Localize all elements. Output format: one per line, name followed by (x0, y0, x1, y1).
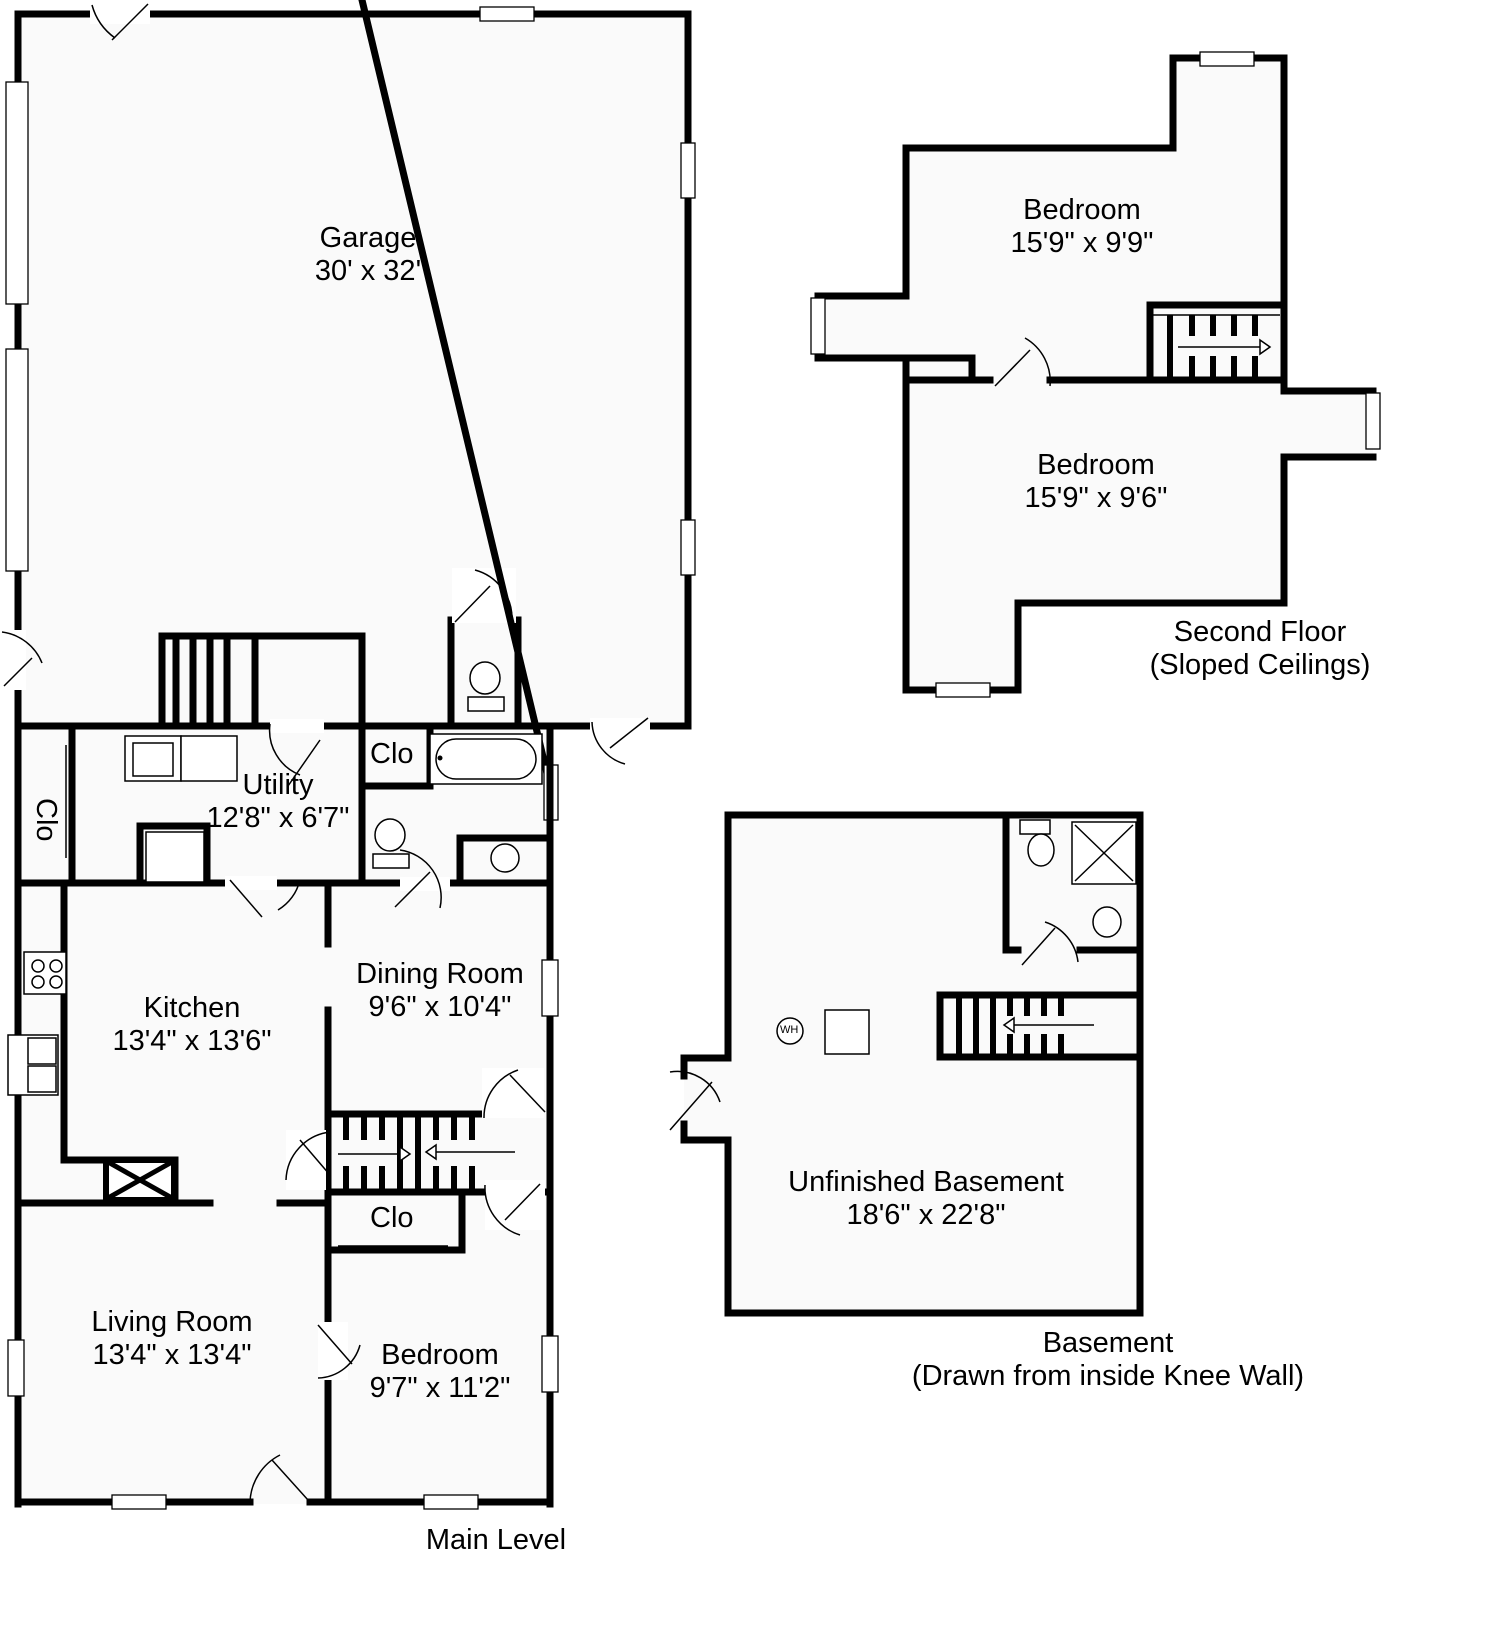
basement-plan (669, 811, 1144, 1317)
room-name: Bedroom (1023, 194, 1141, 226)
second-floor-plan (810, 51, 1381, 698)
room-name: Dining Room (356, 958, 524, 990)
room-name: Unfinished Basement (788, 1166, 1064, 1198)
closet-label-bath: Clo (370, 738, 414, 770)
room-label-kitchen: Kitchen 13'4" x 13'6" (112, 992, 271, 1058)
water-heater-label: WH (780, 1024, 799, 1036)
room-label-bedroom-main: Bedroom 9'7" x 11'2" (370, 1339, 511, 1405)
room-size: 18'6" x 22'8" (846, 1199, 1006, 1231)
room-name: Living Room (91, 1306, 253, 1338)
basement-caption: Basement (Drawn from inside Knee Wall) (911, 1327, 1305, 1392)
room-name: Garage (319, 222, 417, 254)
room-label-garage: Garage 30' x 32' (315, 222, 421, 288)
closet-label-stairs: Clo (370, 1202, 414, 1234)
room-label-bedroom-upper: Bedroom 15'9" x 9'9" (1011, 194, 1154, 260)
room-label-dining-room: Dining Room 9'6" x 10'4" (356, 958, 524, 1024)
room-size: 9'7" x 11'2" (369, 1372, 511, 1404)
room-size: 15'9" x 9'9" (1010, 227, 1154, 259)
room-name: Utility (242, 769, 314, 801)
room-size: 9'6" x 10'4" (368, 991, 512, 1023)
room-size: 13'4" x 13'4" (92, 1339, 252, 1371)
closet-label-utility: Clo (30, 798, 62, 842)
main-level-caption: Main Level (425, 1524, 567, 1556)
room-name: Kitchen (143, 992, 241, 1024)
room-size: 30' x 32' (314, 255, 422, 287)
room-size: 15'9" x 9'6" (1024, 482, 1168, 514)
room-name: Bedroom (381, 1339, 499, 1371)
room-label-bedroom-lower: Bedroom 15'9" x 9'6" (1025, 449, 1168, 515)
room-label-living-room: Living Room 13'4" x 13'4" (91, 1306, 252, 1372)
room-size: 13'4" x 13'6" (112, 1025, 272, 1057)
room-label-unfinished-basement: Unfinished Basement 18'6" x 22'8" (788, 1166, 1064, 1232)
room-size: 12'8" x 6'7" (206, 802, 350, 834)
second-floor-caption: Second Floor (Sloped Ceilings) (1149, 616, 1371, 681)
main-level-plan (1, 0, 696, 1510)
room-name: Bedroom (1037, 449, 1155, 481)
room-label-utility: Utility 12'8" x 6'7" (207, 769, 350, 835)
